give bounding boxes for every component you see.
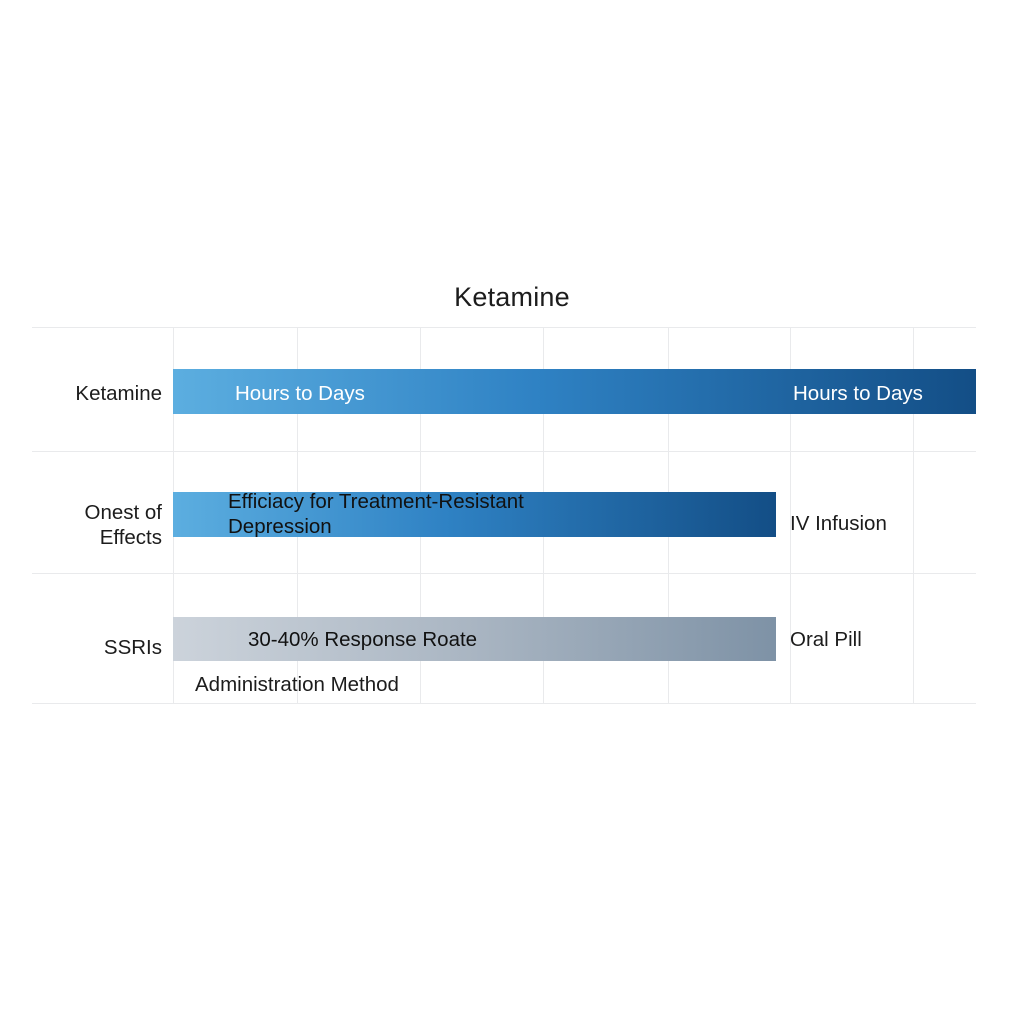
bar-label-ketamine-inner: Hours to Days xyxy=(235,382,365,405)
bar-label-onset-inner: Efficiacy for Treatment-Resistant Depres… xyxy=(228,490,524,538)
horizontal-gridline xyxy=(32,451,976,452)
bar-end-label-iv-infusion: IV Infusion xyxy=(790,512,887,535)
y-axis-label-ketamine: Ketamine xyxy=(75,382,162,405)
bar-end-label-oral-pill: Oral Pill xyxy=(790,628,862,651)
chart-title: Ketamine xyxy=(454,282,570,312)
y-axis-label-ssris: SSRIs xyxy=(103,636,162,659)
y-axis-label-onset-of-effects: Onest of Effects xyxy=(84,501,163,549)
vertical-gridline xyxy=(913,327,914,703)
bar-end-label-ketamine: Hours to Days xyxy=(793,382,923,405)
bar-onset-of-effects[interactable] xyxy=(173,492,776,537)
horizontal-gridline xyxy=(32,703,976,704)
horizontal-gridline xyxy=(32,573,976,574)
bar-label-ssris-inner: 30-40% Response Roate xyxy=(248,628,478,651)
bar-ssris[interactable] xyxy=(173,617,776,661)
plot-area: Hours to Days Hours to Days Efficiacy fo… xyxy=(32,327,976,704)
vertical-gridline xyxy=(790,327,791,703)
bar-ketamine[interactable] xyxy=(173,369,976,414)
bar-below-label-administration-method: Administration Method xyxy=(195,673,399,696)
horizontal-gridline xyxy=(32,327,976,328)
